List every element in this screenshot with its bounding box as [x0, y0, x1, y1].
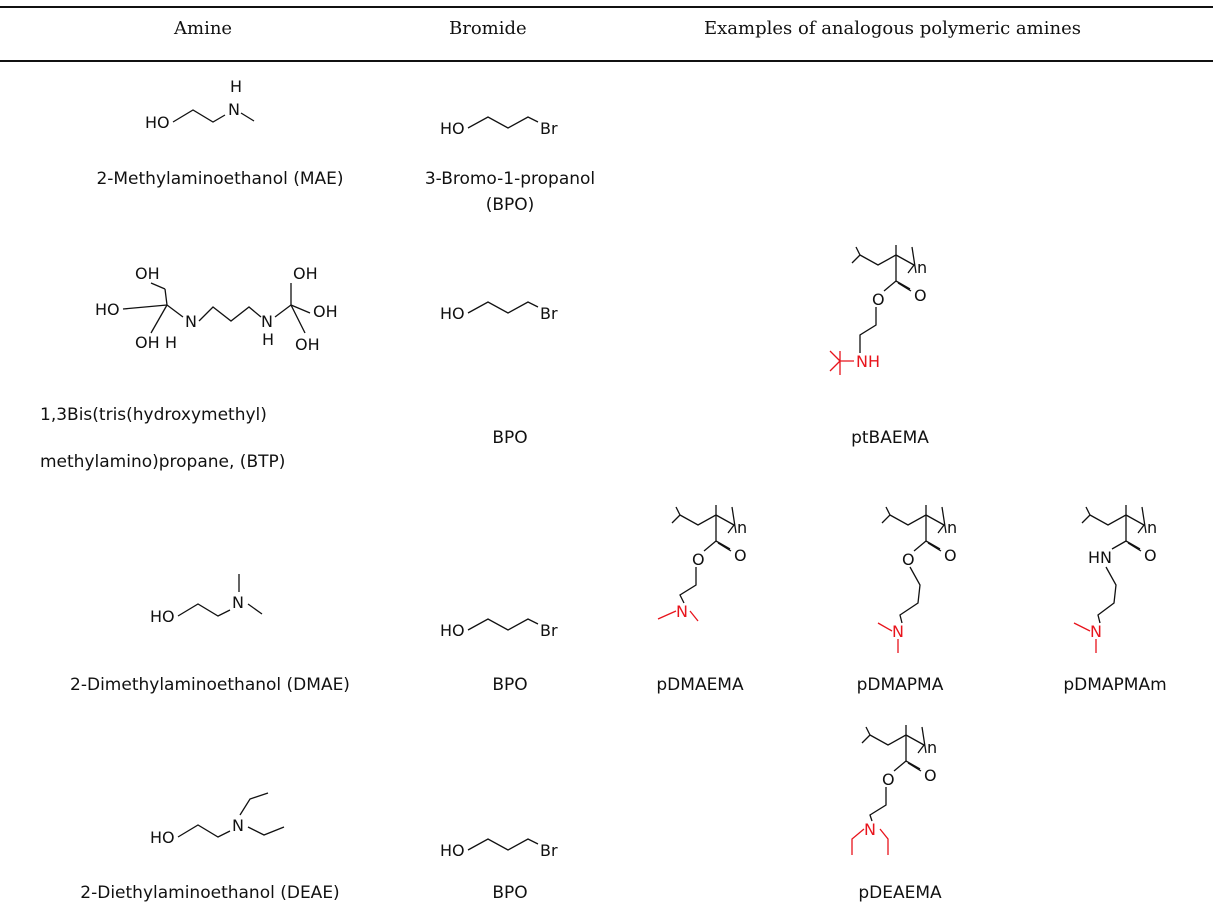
polymer-label-ptbaema: ptBAEMA [851, 428, 929, 448]
svg-text:N: N [232, 816, 244, 835]
svg-text:O: O [902, 550, 915, 569]
header-polymeric-amines: Examples of analogous polymeric amines [704, 18, 1081, 39]
svg-text:O: O [872, 290, 885, 309]
svg-text:HN: HN [1088, 548, 1112, 567]
svg-text:Br: Br [540, 621, 558, 640]
svg-text:HO: HO [150, 828, 175, 847]
svg-text:n: n [1147, 518, 1157, 537]
bromide-label-bpo-abbr: (BPO) [485, 195, 535, 215]
polymer-label-pdmapma: pDMAPMA [856, 675, 944, 695]
svg-text:HO: HO [440, 304, 465, 323]
svg-text:O: O [882, 770, 895, 789]
pdmapmam-structure: n O HN N [1073, 505, 1157, 653]
svg-text:H: H [230, 77, 242, 96]
svg-text:N: N [1090, 622, 1102, 641]
svg-text:HO: HO [440, 621, 465, 640]
svg-text:O: O [734, 546, 747, 565]
svg-text:O: O [924, 766, 937, 785]
btp-structure: OH HO OH H N N H OH OH OH [95, 264, 338, 354]
svg-text:N: N [892, 622, 904, 641]
pdeaema-structure: n O O N [851, 725, 937, 855]
svg-text:OH: OH [293, 264, 318, 283]
bromide-label-bpo-name: 3-Bromo-1-propanol [424, 169, 596, 189]
bpo-structure-4: HO Br [440, 838, 558, 860]
svg-text:O: O [914, 286, 927, 305]
svg-text:n: n [927, 738, 937, 757]
svg-text:Br: Br [540, 841, 558, 860]
svg-text:N: N [232, 593, 244, 612]
svg-text:O: O [944, 546, 957, 565]
amine-label-btp-line1: 1,3Bis(tris(hydroxymethyl) [40, 405, 267, 425]
polymer-label-pdmaema: pDMAEMA [656, 675, 744, 695]
svg-text:HO: HO [95, 300, 120, 319]
svg-text:OH: OH [295, 335, 320, 354]
svg-text:n: n [947, 518, 957, 537]
svg-text:N: N [228, 100, 240, 119]
polymer-label-pdeaema: pDEAEMA [858, 883, 942, 903]
pdmaema-structure: n O O N [657, 505, 747, 622]
svg-text:OH: OH [135, 333, 160, 352]
svg-text:HO: HO [440, 841, 465, 860]
svg-text:HO: HO [150, 607, 175, 626]
bpo-structure-1: HO Br [440, 116, 558, 138]
bromide-label-bpo-row2: BPO [492, 428, 528, 448]
svg-text:Br: Br [540, 119, 558, 138]
table-top-rule [0, 6, 1213, 8]
amine-label-dmae: 2-Dimethylaminoethanol (DMAE) [70, 675, 350, 695]
svg-text:N: N [676, 602, 688, 621]
svg-text:HO: HO [440, 119, 465, 138]
svg-text:N: N [261, 312, 273, 331]
svg-text:n: n [737, 518, 747, 537]
bromide-label-bpo-row4: BPO [492, 883, 528, 903]
svg-text:N: N [864, 820, 876, 839]
dmae-structure: HO N [150, 574, 263, 626]
svg-text:OH: OH [313, 302, 338, 321]
mae-structure: HO N H [145, 77, 255, 132]
amine-label-deae: 2-Diethylaminoethanol (DEAE) [80, 883, 340, 903]
svg-text:Br: Br [540, 304, 558, 323]
svg-text:O: O [1144, 546, 1157, 565]
svg-text:H: H [262, 330, 274, 349]
bpo-structure-3: HO Br [440, 618, 558, 640]
deae-structure: HO N [150, 792, 285, 847]
svg-text:OH: OH [135, 264, 160, 283]
header-bromide: Bromide [449, 18, 527, 39]
header-amine: Amine [174, 18, 233, 39]
amine-label-mae: 2-Methylaminoethanol (MAE) [96, 169, 344, 189]
svg-text:HO: HO [145, 113, 170, 132]
pdmapma-structure: n O O N [877, 505, 957, 653]
polymer-label-pdmapmam: pDMAPMAm [1063, 675, 1167, 695]
svg-text:H: H [165, 333, 177, 352]
svg-text:NH: NH [856, 352, 880, 371]
svg-text:n: n [917, 258, 927, 277]
bromide-label-bpo-row3: BPO [492, 675, 528, 695]
table-header-rule [0, 60, 1213, 62]
ptbaema-structure: n O O NH [829, 245, 927, 375]
amine-label-btp-line2: methylamino)propane, (BTP) [40, 452, 286, 472]
svg-text:O: O [692, 550, 705, 569]
bpo-structure-2: HO Br [440, 301, 558, 323]
svg-text:N: N [185, 312, 197, 331]
